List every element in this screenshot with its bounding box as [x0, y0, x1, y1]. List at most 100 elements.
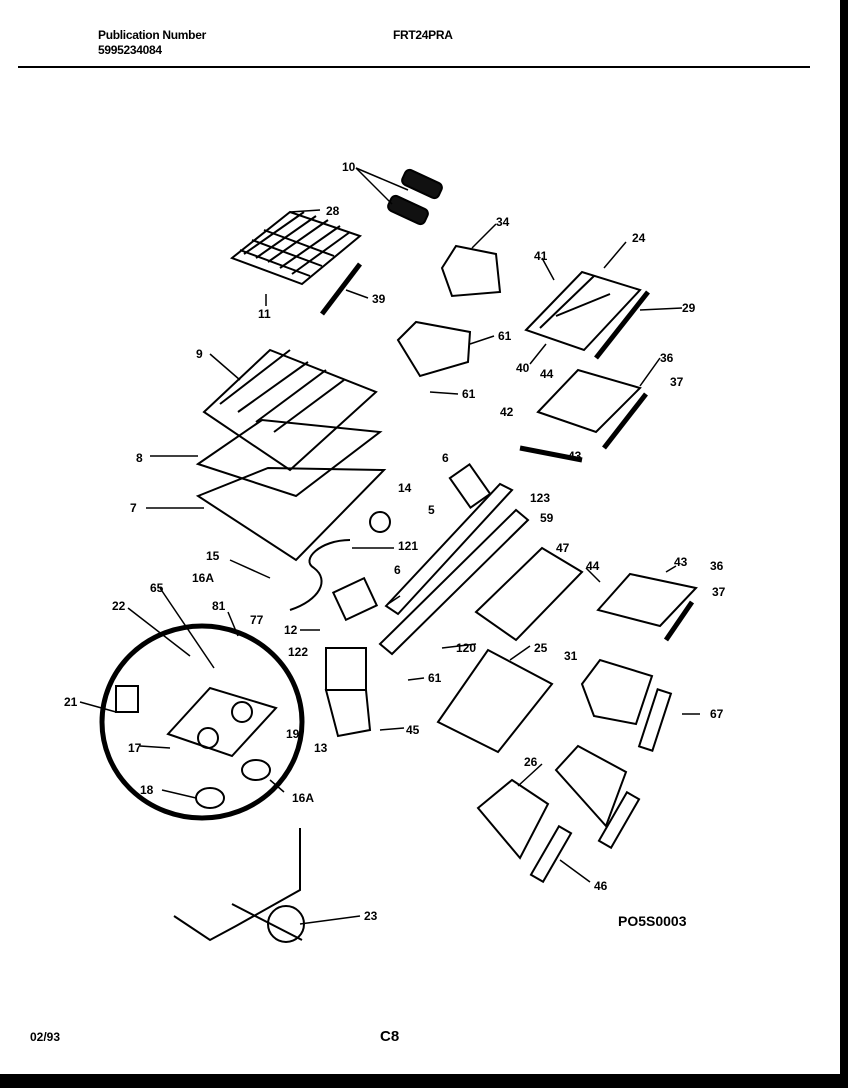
callout-40: 40 [516, 361, 530, 375]
callout-13: 13 [314, 741, 328, 755]
callout-6b: 6 [394, 563, 401, 577]
callout-24: 24 [632, 231, 646, 245]
callout-61c: 61 [428, 671, 442, 685]
part-37-rail [602, 392, 648, 450]
callout-numbers: 10 28 11 39 34 24 41 29 40 61 61 9 36 44… [64, 160, 726, 923]
detail-circle [99, 623, 305, 821]
part-26b-pan [554, 744, 628, 828]
part-17-tray [166, 686, 278, 758]
callout-43b: 43 [674, 555, 688, 569]
part-24-shelf [524, 270, 642, 352]
callout-11: 11 [258, 307, 271, 321]
callout-23: 23 [364, 909, 378, 923]
part-7-frame [195, 466, 387, 562]
callout-47: 47 [556, 541, 570, 555]
part-46-grille [529, 824, 573, 884]
callout-43: 43 [568, 449, 582, 463]
callout-15: 15 [206, 549, 220, 563]
callout-42: 42 [500, 405, 514, 419]
model-number: FRT24PRA [393, 28, 453, 42]
part-46b-grille [597, 790, 641, 850]
part-42-rail [519, 445, 583, 463]
callout-18: 18 [140, 783, 154, 797]
part-37b-rail [663, 600, 695, 642]
part-47-glass [474, 546, 584, 642]
callout-10: 10 [342, 160, 356, 174]
callout-5: 5 [428, 503, 435, 517]
part-16A-cap [241, 759, 271, 781]
publication-label: Publication Number [98, 28, 206, 42]
callout-26: 26 [524, 755, 538, 769]
cabinet-corner [173, 828, 301, 942]
callout-122: 122 [288, 645, 308, 659]
callout-39: 39 [372, 292, 386, 306]
callout-41: 41 [534, 249, 548, 263]
callout-14: 14 [398, 481, 412, 495]
callout-61b: 61 [462, 387, 476, 401]
callout-44b: 44 [586, 559, 600, 573]
header-rule [18, 66, 810, 68]
callout-6a: 6 [442, 451, 449, 465]
part-34-bin [440, 244, 502, 298]
callout-22: 22 [112, 599, 126, 613]
part-14-knob [369, 511, 391, 533]
page-number: C8 [380, 1028, 400, 1045]
callout-7: 7 [130, 501, 137, 515]
callout-77: 77 [250, 613, 264, 627]
callout-37b: 37 [712, 585, 726, 599]
part-31-pan [580, 658, 654, 726]
callout-31: 31 [564, 649, 578, 663]
callout-17: 17 [128, 741, 142, 755]
callout-59: 59 [540, 511, 554, 525]
part-6-bracket [448, 462, 492, 510]
part-121-tube [289, 539, 351, 611]
publication-number: 5995234084 [98, 43, 162, 57]
part-120-rail [378, 508, 530, 656]
part-29-rail [594, 290, 650, 360]
callout-16A-bottom: 16A [292, 791, 314, 805]
footer-date: 02/93 [30, 1030, 61, 1044]
callout-46: 46 [594, 879, 608, 893]
figure-code: PO5S0003 [618, 913, 687, 929]
callout-36b: 36 [710, 559, 724, 573]
part-10-bulbs [387, 168, 443, 226]
callout-120: 120 [456, 641, 476, 655]
callout-25: 25 [534, 641, 548, 655]
callout-34: 34 [496, 215, 510, 229]
part-23-roller [267, 905, 305, 943]
part-5-rail [384, 482, 514, 616]
callout-67: 67 [710, 707, 724, 721]
part-6b-bracket [331, 576, 379, 622]
part-39-shelf-rail [320, 262, 362, 316]
callout-28: 28 [326, 204, 340, 218]
callout-37: 37 [670, 375, 684, 389]
part-61-bracket [396, 320, 472, 378]
part-26-pan [476, 778, 550, 860]
part-25-drawer-frame [436, 648, 554, 754]
part-23-axle [231, 903, 303, 941]
callout-36: 36 [660, 351, 674, 365]
part-9-cover [202, 348, 378, 472]
part-21-switch [115, 685, 139, 713]
callout-44: 44 [540, 367, 554, 381]
part-36b-shelf [596, 572, 698, 628]
part-11-wire-shelf [229, 210, 363, 286]
callout-9: 9 [196, 347, 203, 361]
callout-61a: 61 [498, 329, 512, 343]
callout-12: 12 [284, 623, 298, 637]
callout-21: 21 [64, 695, 78, 709]
part-17-hole-a [197, 727, 219, 749]
part-17-hole-b [231, 701, 253, 723]
part-67-grille [637, 688, 673, 752]
callout-65: 65 [150, 581, 164, 595]
part-8-glass [195, 418, 383, 498]
callout-16A-top: 16A [192, 571, 214, 585]
part-18-cap [195, 787, 225, 809]
part-36-shelf [536, 368, 642, 434]
part-122-cover [325, 647, 367, 691]
callout-29: 29 [682, 301, 696, 315]
callout-123: 123 [530, 491, 550, 505]
part-13-housing [324, 689, 372, 738]
